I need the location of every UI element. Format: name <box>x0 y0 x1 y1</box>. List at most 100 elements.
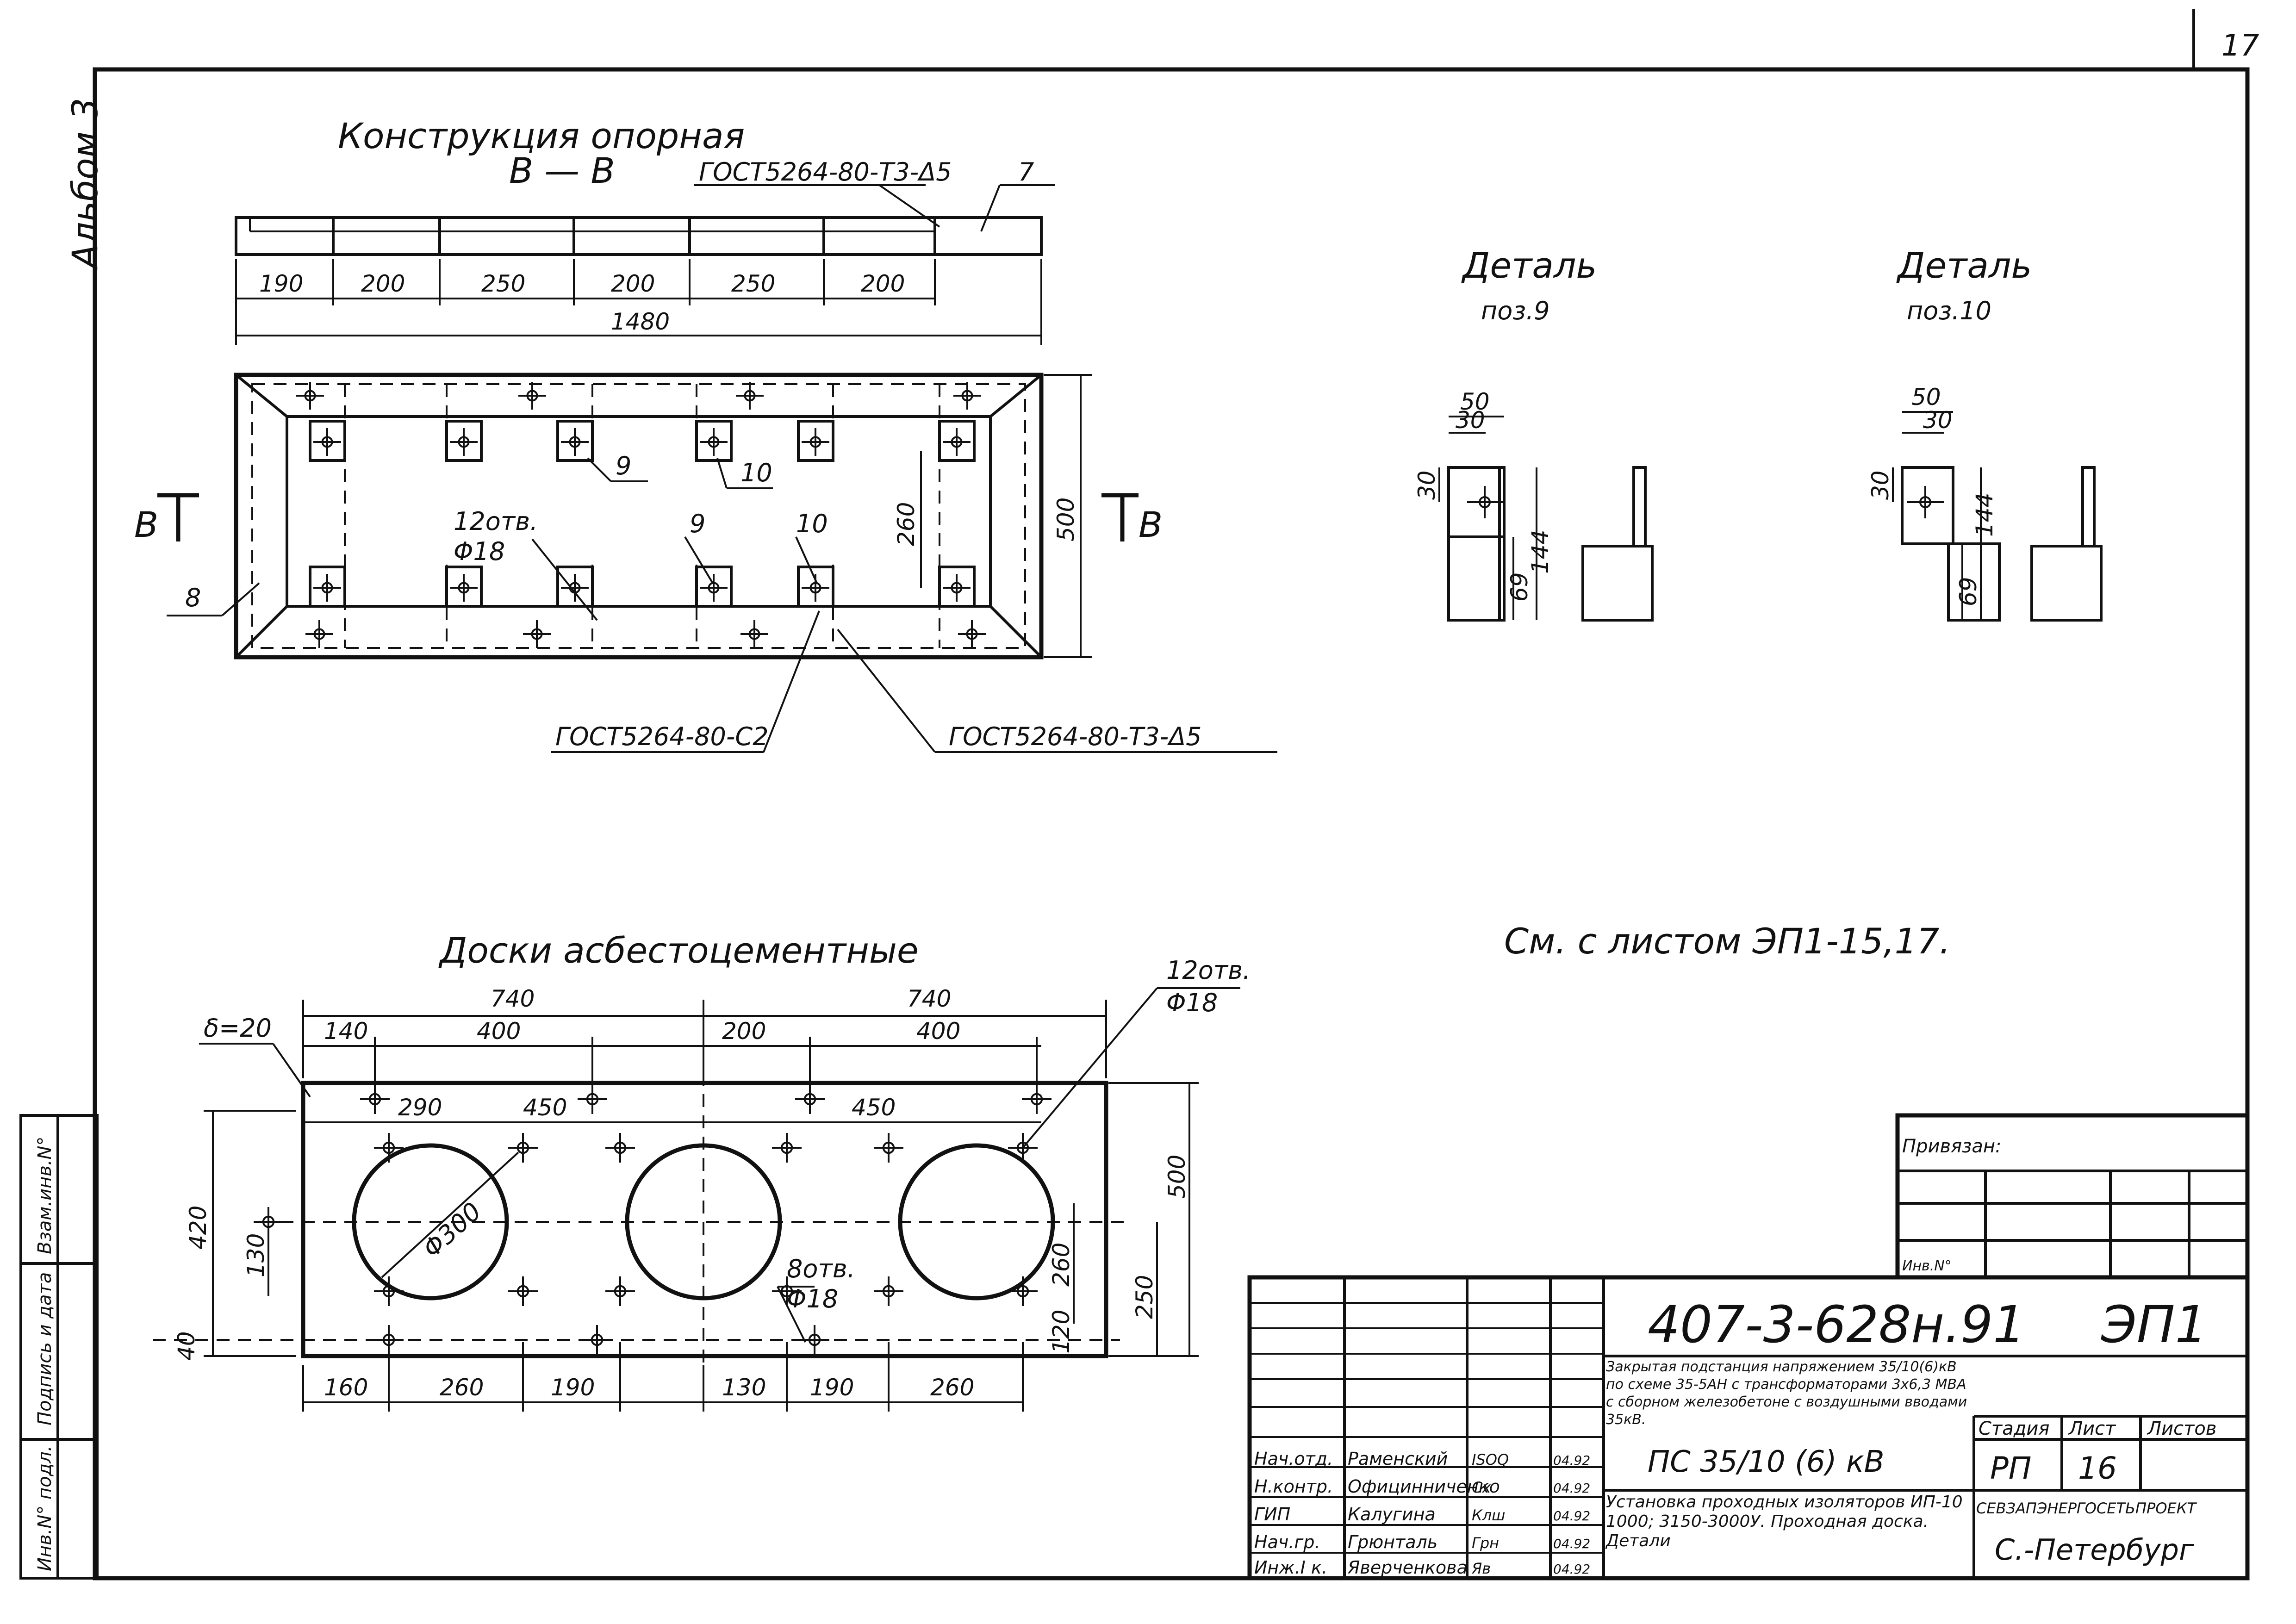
board-holes8-dia: Φ18 <box>787 1284 838 1313</box>
dim-200c: 200 <box>861 270 905 297</box>
staff-date: 04.92 <box>1553 1536 1590 1551</box>
hole-mark <box>450 428 478 456</box>
organization: СЕВЗАПЭНЕРГОСЕТЬПРОЕКТ <box>1976 1500 2197 1517</box>
staff-name: Официнниченко <box>1348 1476 1500 1497</box>
weld-note-bottom: ГОСТ5264-80-Т3-Δ5 <box>949 722 1202 751</box>
dim-190: 190 <box>259 270 303 297</box>
inv-no-label: Инв.N° <box>1902 1258 1952 1274</box>
hole-mark <box>523 620 551 648</box>
detail9-dim-69: 69 <box>1506 572 1533 602</box>
board-dim-260v: 260 <box>1048 1243 1075 1287</box>
board-dim-400b: 400 <box>916 1018 960 1045</box>
stage-value: РП <box>1990 1450 2031 1486</box>
sheets-header: Листов <box>2147 1418 2216 1439</box>
board-hole-mark <box>874 1133 903 1163</box>
hole-mark <box>313 428 341 456</box>
board-thickness: δ=20 <box>204 1014 272 1043</box>
hole-mark <box>700 428 728 456</box>
board-dim-200: 200 <box>722 1018 766 1045</box>
board-dim-740a: 740 <box>491 985 535 1012</box>
board-dim-190a: 190 <box>551 1374 595 1401</box>
board-holes8-count: 8отв. <box>787 1254 855 1283</box>
staff-name: Грюнталь <box>1348 1532 1437 1552</box>
staff-role: Нач.гр. <box>1254 1532 1320 1552</box>
board-circle-dia: Φ300 <box>417 1196 487 1263</box>
board-dim-500: 500 <box>1164 1155 1190 1199</box>
stamp-inv-label: Инв.N° подл. <box>34 1445 56 1571</box>
board-dim-740b: 740 <box>907 985 951 1012</box>
detail9-dim-30: 30 <box>1456 407 1485 434</box>
hole-mark <box>518 382 546 410</box>
staff-name: Калугина <box>1348 1504 1436 1524</box>
support-holes <box>296 382 986 648</box>
board-dim-190b: 190 <box>810 1374 854 1401</box>
board-dim-450b: 450 <box>852 1094 896 1121</box>
board-dim-420: 420 <box>185 1206 212 1250</box>
detail10-dim-30v: 30 <box>1867 470 1894 500</box>
hole-mark <box>296 382 324 410</box>
support-plan <box>234 373 1044 660</box>
board-hole-mark <box>374 1276 404 1306</box>
holes-dia: Φ18 <box>454 537 505 566</box>
staff-name: Раменский <box>1348 1449 1448 1469</box>
staff-date: 04.92 <box>1553 1453 1590 1468</box>
dim-200a: 200 <box>361 270 405 297</box>
dim-260: 260 <box>893 502 920 546</box>
dim-250b: 250 <box>731 270 775 297</box>
holes-count: 12отв. <box>454 507 538 536</box>
linked-label: Привязан: <box>1902 1136 2002 1157</box>
board-hole-mark <box>605 1276 635 1306</box>
detail10-dim-144: 144 <box>1971 493 1998 537</box>
support-title: Конструкция опорная <box>338 115 745 156</box>
dim-500: 500 <box>1052 498 1079 541</box>
staff-name: Яверченкова <box>1347 1557 1468 1578</box>
board-dim-290: 290 <box>398 1094 442 1121</box>
board-outline <box>153 1009 1129 1398</box>
board-hole-mark <box>874 1276 903 1306</box>
sheet-code: ЭП1 <box>2101 1295 2208 1354</box>
detail9-dim-144: 144 <box>1527 530 1554 574</box>
board-hole-mark <box>605 1133 635 1163</box>
board-hole-mark <box>508 1133 538 1163</box>
staff-signature: Яв <box>1471 1560 1491 1577</box>
detail10-dim-69: 69 <box>1955 577 1982 606</box>
sheet-frame <box>93 67 2250 1580</box>
board-hole-mark <box>508 1276 538 1306</box>
album-label: Альбом 3 <box>64 98 106 271</box>
page-number: 17 <box>2221 29 2259 63</box>
drawing-description: Установка проходных изоляторов ИП-10 100… <box>1606 1493 1963 1550</box>
section-label: В — В <box>509 150 615 191</box>
detail9-title: Деталь <box>1461 245 1597 286</box>
city: С.-Петербург <box>1995 1533 2194 1567</box>
section-profile <box>235 216 1043 256</box>
dim-200b: 200 <box>611 270 655 297</box>
board-dim-260a: 260 <box>440 1374 484 1401</box>
hole-mark <box>802 428 829 456</box>
item-9-top: 9 <box>616 451 631 480</box>
stamp-sign-label: Подпись и дата <box>34 1272 56 1425</box>
hole-mark <box>313 574 341 602</box>
board-dim-140: 140 <box>324 1018 368 1045</box>
detail9-dim-30v: 30 <box>1413 470 1440 500</box>
detail10-drawing <box>1901 466 2103 622</box>
board-holes12-dia: Φ18 <box>1166 988 1218 1017</box>
board-dim-130b: 130 <box>722 1374 766 1401</box>
board-dim-450a: 450 <box>523 1094 567 1121</box>
stamp-replace-label: Взам.инв.N° <box>34 1137 56 1254</box>
hole-mark <box>561 574 589 602</box>
staff-signature: Сх <box>1472 1479 1491 1496</box>
staff-role: Н.контр. <box>1254 1476 1333 1497</box>
item-8-label: 8 <box>185 583 201 612</box>
board-hole-mark <box>772 1133 802 1163</box>
hole-mark <box>700 574 728 602</box>
staff-date: 04.92 <box>1553 1508 1590 1524</box>
board-holes12-count: 12отв. <box>1166 956 1251 985</box>
item-10-top: 10 <box>740 458 772 487</box>
board-hole-mark <box>582 1325 612 1355</box>
detail10-dim-50: 50 <box>1911 384 1941 411</box>
dim-250a: 250 <box>481 270 525 297</box>
sheet-header: Лист <box>2068 1418 2116 1439</box>
board-hole-mark <box>1008 1276 1038 1306</box>
